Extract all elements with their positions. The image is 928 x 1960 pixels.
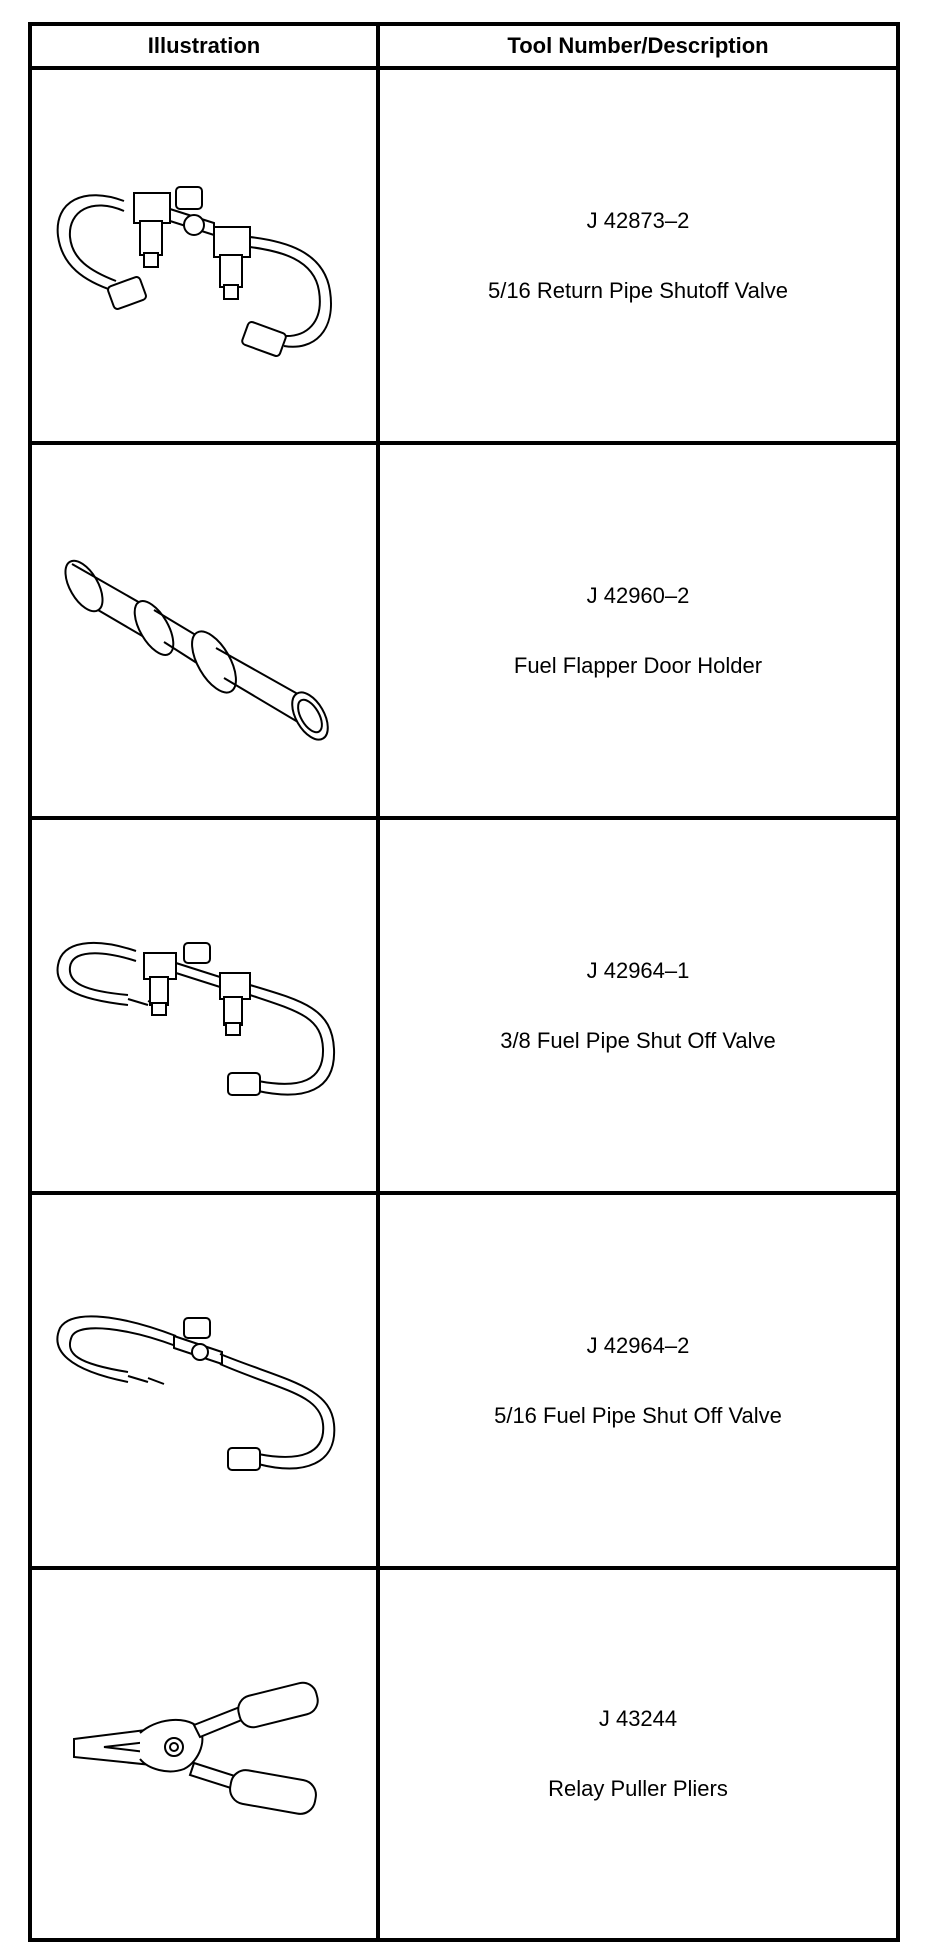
tool-description: 3/8 Fuel Pipe Shut Off Valve <box>500 1027 776 1053</box>
illustration-cell <box>32 445 376 816</box>
illustration-cell <box>32 1570 376 1938</box>
table-row: J 42873–2 5/16 Return Pipe Shutoff Valve <box>32 70 896 441</box>
tool-number: J 43244 <box>598 1706 678 1731</box>
table-row: J 43244 Relay Puller Pliers <box>32 1570 896 1938</box>
illustration-cell <box>32 70 376 441</box>
header-tool-number-description: Tool Number/Description <box>507 33 769 58</box>
header-illustration: Illustration <box>147 33 261 58</box>
tool-number: J 42964–2 <box>586 1332 690 1358</box>
tool-description: 5/16 Fuel Pipe Shut Off Valve <box>494 1402 782 1428</box>
return-pipe-shutoff-valve-icon <box>56 185 332 357</box>
row-divider <box>32 441 896 445</box>
column-divider <box>376 26 380 1938</box>
description-cell: J 42960–2 Fuel Flapper Door Holder <box>380 445 896 816</box>
tools-table: Illustration Tool Number/Description <box>28 22 900 1942</box>
tool-description: Relay Puller Pliers <box>548 1776 728 1801</box>
relay-puller-pliers-icon <box>73 1681 319 1815</box>
table-header: Illustration Tool Number/Description <box>32 26 896 70</box>
fuel-flapper-door-holder-icon <box>64 559 329 741</box>
tool-description: Fuel Flapper Door Holder <box>513 652 763 678</box>
tool-number: J 42964–1 <box>586 957 690 983</box>
table-row: J 42960–2 Fuel Flapper Door Holder <box>32 445 896 816</box>
description-cell: J 42873–2 5/16 Return Pipe Shutoff Valve <box>380 70 896 441</box>
tool-number: J 42960–2 <box>586 582 690 608</box>
description-cell: J 42964–1 3/8 Fuel Pipe Shut Off Valve <box>380 820 896 1191</box>
description-cell: J 43244 Relay Puller Pliers <box>380 1570 896 1938</box>
row-divider <box>32 1191 896 1195</box>
table-row: J 42964–1 3/8 Fuel Pipe Shut Off Valve <box>32 820 896 1191</box>
illustration-cell <box>32 820 376 1191</box>
tool-description: 5/16 Return Pipe Shutoff Valve <box>487 277 789 303</box>
table-row: J 42964–2 5/16 Fuel Pipe Shut Off Valve <box>32 1195 896 1566</box>
row-divider <box>32 816 896 820</box>
fuel-pipe-shutoff-valve-5-16-icon <box>56 1314 336 1471</box>
row-divider <box>32 1566 896 1570</box>
tool-number: J 42873–2 <box>586 207 690 233</box>
illustration-cell <box>32 1195 376 1566</box>
fuel-pipe-shutoff-valve-3-8-icon <box>56 941 336 1096</box>
description-cell: J 42964–2 5/16 Fuel Pipe Shut Off Valve <box>380 1195 896 1566</box>
